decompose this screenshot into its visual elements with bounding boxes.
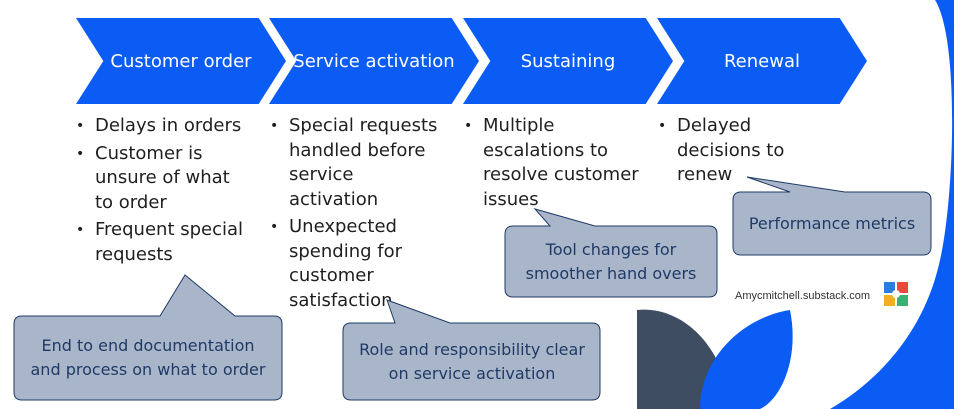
watermark-text: Amycmitchell.substack.com: [735, 290, 871, 302]
callout-tool-changes: Tool changes for smoother hand overs: [525, 239, 697, 283]
issue-item: Frequent special requests: [76, 218, 251, 267]
stage-service-activation: Service activation: [269, 18, 479, 104]
callout-bubble-documentation: [13, 274, 283, 401]
callout-bubble-tool: [504, 208, 718, 298]
issue-item: Delayed decisions to renew: [658, 114, 818, 188]
stage-customer-order: Customer order: [76, 18, 286, 104]
issue-item: Unexpected spending for customer satisfa…: [270, 215, 445, 313]
stage-label: Sustaining: [520, 50, 616, 72]
stage-label: Renewal: [723, 50, 800, 72]
issue-item: Customer is unsure of what to order: [76, 142, 251, 216]
decorative-leaf-blue: [700, 310, 793, 409]
issues-customer-order: Delays in orders Customer is unsure of w…: [76, 114, 251, 270]
callout-bubble-metrics: [732, 176, 932, 256]
issue-item: Special requests handled before service …: [270, 114, 445, 212]
issue-item: Delays in orders: [76, 114, 251, 139]
issues-sustaining: Multiple escalations to resolve customer…: [464, 114, 639, 215]
stage-sustaining: Sustaining: [463, 18, 673, 104]
callout-documentation: End to end documentation and process on …: [30, 336, 266, 379]
logo-icon: [884, 282, 908, 306]
stage-label: Customer order: [110, 50, 252, 72]
issues-renewal: Delayed decisions to renew: [658, 114, 818, 191]
top-right-arc: [830, 0, 954, 409]
callout-performance-metrics: Performance metrics: [748, 213, 916, 233]
issues-service-activation: Special requests handled before service …: [270, 114, 445, 316]
callout-role-responsibility: Role and responsibility clear on service…: [359, 339, 585, 383]
issue-item: Multiple escalations to resolve customer…: [464, 114, 639, 212]
callout-bubble-role: [342, 299, 601, 401]
stage-renewal: Renewal: [657, 18, 867, 104]
stage-label: Service activation: [293, 50, 455, 72]
